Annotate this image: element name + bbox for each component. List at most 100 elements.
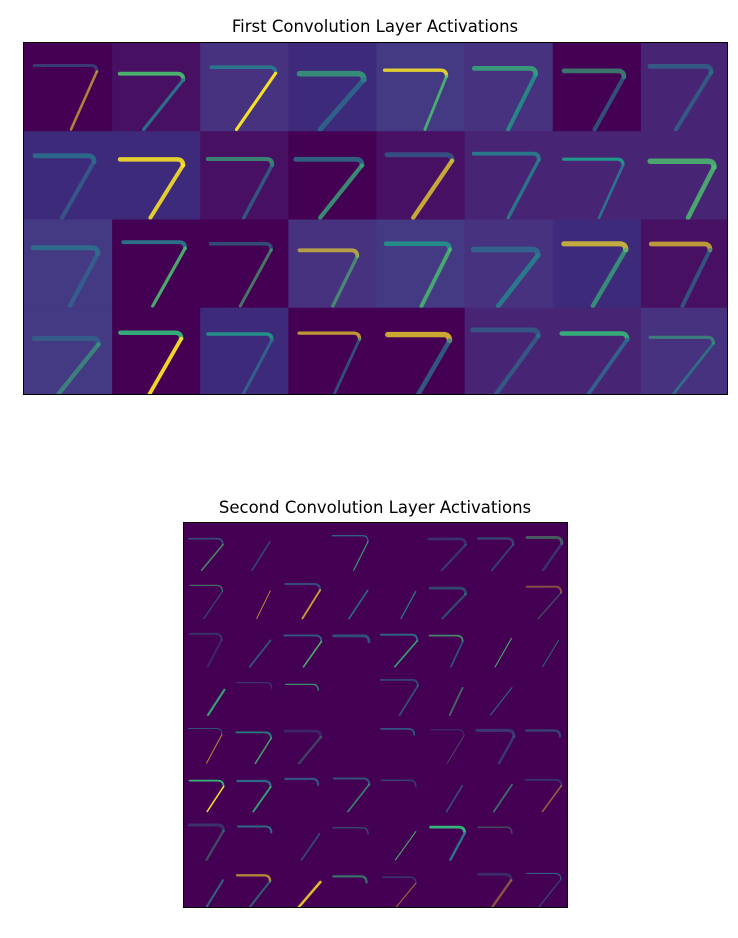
activation-tile-48 bbox=[520, 764, 567, 813]
activation-tile-26 bbox=[232, 667, 281, 717]
digit-diagonal-stroke bbox=[592, 74, 626, 132]
activation-tile-53 bbox=[376, 812, 426, 862]
activation-tile-58 bbox=[232, 860, 281, 907]
digit-diagonal-stroke bbox=[680, 248, 712, 308]
digit-top-stroke bbox=[524, 729, 562, 738]
digit-top-stroke bbox=[187, 823, 225, 833]
activation-tile-4 bbox=[328, 523, 378, 572]
digit-top-stroke bbox=[284, 583, 322, 592]
digit-top-stroke bbox=[332, 777, 371, 786]
activation-tile-13 bbox=[376, 131, 466, 220]
activation-tile-32 bbox=[640, 307, 727, 394]
digit-top-stroke bbox=[380, 728, 416, 736]
activation-tile-17 bbox=[24, 219, 113, 309]
digit-diagonal-stroke bbox=[69, 70, 99, 131]
tile-background bbox=[520, 716, 567, 765]
tile-background bbox=[288, 219, 378, 309]
tile-background bbox=[112, 219, 201, 309]
second-conv-heatmap bbox=[184, 523, 567, 907]
digit-top-stroke bbox=[331, 535, 369, 543]
activation-tile-21 bbox=[376, 219, 466, 309]
tile-background bbox=[288, 307, 378, 394]
digit-diagonal-stroke bbox=[506, 157, 541, 220]
activation-tile-38 bbox=[424, 716, 474, 765]
digit-top-stroke bbox=[187, 728, 223, 735]
activation-tile-15 bbox=[552, 131, 642, 220]
digit-diagonal-stroke bbox=[206, 638, 223, 668]
activation-tile-19 bbox=[280, 619, 329, 669]
activation-tile-28 bbox=[288, 307, 378, 394]
digit-top-stroke bbox=[382, 876, 417, 884]
tile-background bbox=[280, 812, 329, 862]
activation-tile-57 bbox=[184, 860, 233, 907]
digit-diagonal-stroke bbox=[317, 77, 367, 132]
digit-top-stroke bbox=[284, 777, 320, 786]
tile-background bbox=[424, 619, 474, 669]
digit-diagonal-stroke bbox=[448, 686, 464, 716]
activation-tile-11 bbox=[200, 131, 289, 220]
digit-diagonal-stroke bbox=[297, 880, 322, 907]
tile-background bbox=[640, 219, 727, 309]
tile-background bbox=[200, 219, 289, 309]
activation-tile-14 bbox=[424, 571, 474, 620]
digit-top-stroke bbox=[235, 731, 272, 740]
tile-background bbox=[184, 812, 233, 862]
digit-top-stroke bbox=[428, 586, 468, 596]
activation-tile-28 bbox=[328, 667, 378, 717]
tile-background bbox=[552, 43, 642, 132]
activation-tile-42 bbox=[232, 764, 281, 813]
digit-diagonal-stroke bbox=[440, 543, 467, 572]
activation-tile-18 bbox=[112, 219, 201, 309]
tile-background bbox=[376, 764, 426, 813]
digit-diagonal-stroke bbox=[497, 735, 516, 765]
tile-background bbox=[424, 812, 474, 862]
activation-tile-40 bbox=[520, 716, 567, 765]
activation-tile-35 bbox=[280, 716, 329, 765]
activation-tile-24 bbox=[640, 219, 727, 309]
activation-tile-61 bbox=[376, 860, 426, 907]
tile-background bbox=[472, 571, 522, 620]
tile-background bbox=[472, 619, 522, 669]
tile-background bbox=[328, 812, 378, 862]
digit-top-stroke bbox=[332, 827, 369, 835]
activation-tile-20 bbox=[288, 219, 378, 309]
digit-diagonal-stroke bbox=[673, 70, 714, 132]
activation-tile-10 bbox=[232, 571, 281, 620]
tile-background bbox=[520, 667, 567, 717]
tile-background bbox=[424, 764, 474, 813]
digit-diagonal-stroke bbox=[685, 164, 717, 220]
chart-title-second-conv: Second Convolution Layer Activations bbox=[218, 498, 532, 517]
activation-tile-15 bbox=[472, 571, 522, 620]
digit-top-stroke bbox=[236, 825, 273, 834]
digit-diagonal-stroke bbox=[506, 72, 538, 132]
digit-diagonal-stroke bbox=[234, 71, 278, 132]
activation-tile-31 bbox=[552, 307, 642, 394]
tile-background bbox=[424, 716, 474, 765]
activation-tile-25 bbox=[24, 307, 113, 394]
digit-diagonal-stroke bbox=[492, 783, 513, 813]
activation-tile-5 bbox=[376, 523, 426, 572]
tile-background bbox=[424, 523, 474, 572]
activation-tile-22 bbox=[464, 219, 554, 309]
tile-background bbox=[232, 523, 281, 572]
digit-top-stroke bbox=[477, 826, 513, 834]
digit-diagonal-stroke bbox=[590, 247, 628, 309]
activation-tile-31 bbox=[472, 667, 522, 717]
activation-tile-44 bbox=[328, 764, 378, 813]
tile-background bbox=[472, 860, 522, 907]
activation-tile-34 bbox=[232, 716, 281, 765]
activation-tile-14 bbox=[464, 131, 554, 220]
tile-background bbox=[376, 860, 426, 907]
digit-diagonal-stroke bbox=[419, 247, 452, 308]
activation-tile-12 bbox=[288, 131, 378, 220]
digit-diagonal-stroke bbox=[586, 337, 630, 394]
tile-background bbox=[376, 219, 466, 309]
activation-tile-11 bbox=[280, 571, 329, 620]
digit-diagonal-stroke bbox=[347, 783, 371, 813]
tile-background bbox=[552, 131, 642, 220]
digit-diagonal-stroke bbox=[495, 253, 541, 309]
digit-diagonal-stroke bbox=[353, 541, 369, 571]
tile-background bbox=[520, 571, 567, 620]
activation-tile-7 bbox=[552, 43, 642, 132]
activation-tile-3 bbox=[280, 523, 329, 572]
